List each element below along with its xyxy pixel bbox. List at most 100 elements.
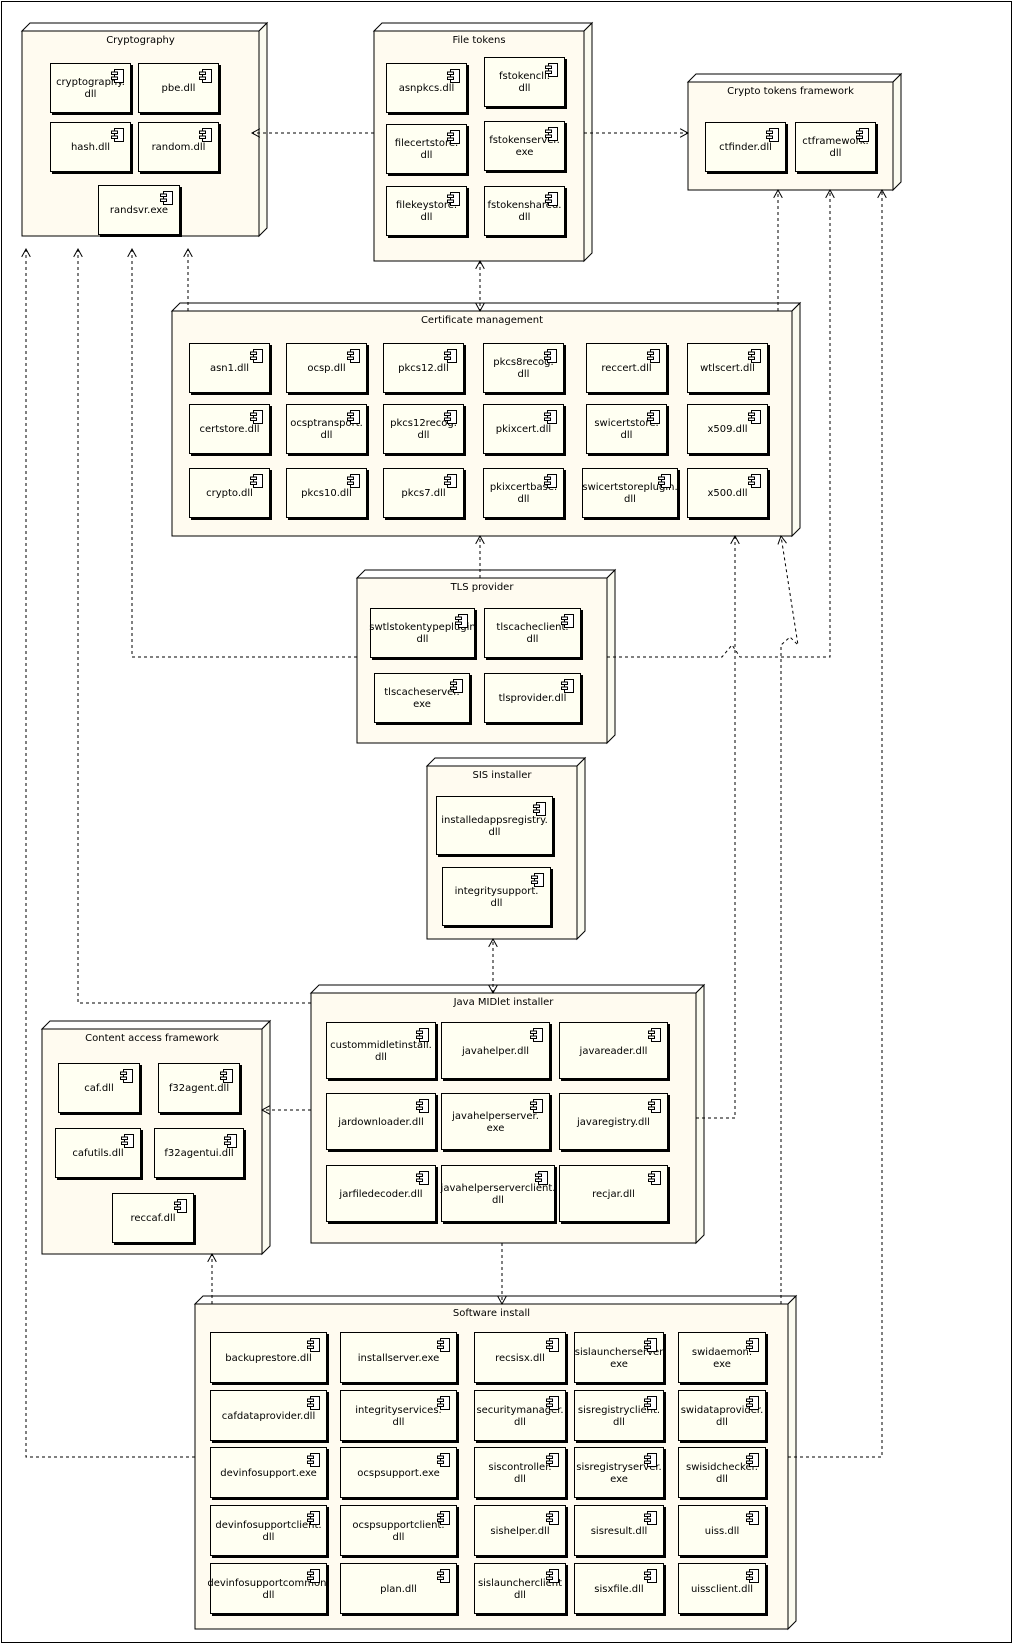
arrow-head (497, 1295, 507, 1306)
component-label: ocspsupport.exe (357, 1467, 440, 1479)
component-box[interactable]: fstokenserver. exe (484, 121, 565, 171)
component-label: sisregistryserver. exe (576, 1461, 662, 1485)
uml-component-icon (120, 1069, 133, 1083)
component-box[interactable]: ctframework. dll (795, 122, 876, 172)
component-box[interactable]: devinfosupportclient. dll (210, 1505, 327, 1556)
component-box[interactable]: x500.dll (687, 468, 768, 518)
component-box[interactable]: sishelper.dll (474, 1505, 566, 1556)
uml-component-icon (307, 1396, 320, 1410)
component-box[interactable]: pkcs10.dll (286, 468, 367, 518)
component-box[interactable]: cafutils.dll (55, 1128, 141, 1178)
component-box[interactable]: f32agentui.dll (154, 1128, 244, 1178)
component-box[interactable]: javahelperserver. exe (441, 1093, 550, 1150)
component-box[interactable]: pkixcertbase. dll (483, 468, 564, 518)
component-label: swtlstokentypeplugin dll (369, 622, 476, 645)
uml-component-icon (746, 1569, 759, 1583)
uml-component-icon (199, 69, 212, 83)
component-box[interactable]: swicertstoreplugin. dll (582, 468, 678, 518)
component-box[interactable]: wtlscert.dll (687, 343, 768, 393)
component-box[interactable]: sisregistryclient. dll (574, 1390, 664, 1441)
component-box[interactable]: caf.dll (58, 1063, 140, 1113)
component-box[interactable]: ocsptransport. dll (286, 404, 367, 454)
component-box[interactable]: cryptography. dll (50, 63, 131, 113)
component-box[interactable]: reccert.dll (586, 343, 667, 393)
component-box[interactable]: devinfosupport.exe (210, 1447, 327, 1498)
component-box[interactable]: sislauncherserver exe (574, 1332, 664, 1383)
dependency-java-midlet-installer-to-cryptography (73, 247, 311, 1004)
component-box[interactable]: jarfiledecoder.dll (326, 1165, 436, 1222)
component-box[interactable]: javaregistry.dll (559, 1093, 668, 1150)
component-box[interactable]: ocspsupportclient. dll (340, 1505, 457, 1556)
component-box[interactable]: recsisx.dll (474, 1332, 566, 1383)
component-box[interactable]: sisregistryserver. exe (574, 1447, 664, 1498)
component-box[interactable]: plan.dll (340, 1563, 457, 1614)
component-box[interactable]: pkcs8recog. dll (483, 343, 564, 393)
uml-component-icon (533, 802, 546, 816)
component-box[interactable]: swidataprovider. dll (678, 1390, 766, 1441)
component-box[interactable]: sislauncherclient dll (474, 1563, 566, 1614)
component-box[interactable]: javareader.dll (559, 1022, 668, 1079)
component-box[interactable]: ocspsupport.exe (340, 1447, 457, 1498)
component-label: recjar.dll (592, 1188, 635, 1200)
component-box[interactable]: fstokencli. dll (484, 57, 565, 107)
component-box[interactable]: filecertstore. dll (386, 124, 467, 174)
component-box[interactable]: swidaemon. exe (678, 1332, 766, 1383)
component-box[interactable]: devinfosupportcommon. dll (207, 1563, 330, 1614)
component-box[interactable]: sisxfile.dll (574, 1563, 664, 1614)
component-box[interactable]: hash.dll (50, 122, 131, 172)
component-box[interactable]: crypto.dll (189, 468, 270, 518)
component-box[interactable]: pkcs12.dll (383, 343, 464, 393)
component-box[interactable]: randsvr.exe (98, 185, 180, 235)
component-box[interactable]: x509.dll (687, 404, 768, 454)
component-box[interactable]: reccaf.dll (112, 1193, 194, 1243)
component-box[interactable]: jardownloader.dll (326, 1093, 436, 1150)
component-box[interactable]: ctfinder.dll (705, 122, 786, 172)
component-box[interactable]: pkcs7.dll (383, 468, 464, 518)
component-label: filecertstore. dll (394, 138, 459, 161)
component-box[interactable]: pkixcert.dll (483, 404, 564, 454)
component-box[interactable]: asn1.dll (189, 343, 270, 393)
component-label: siscontroller. dll (488, 1461, 552, 1485)
component-label: tlscacheserver. exe (384, 687, 460, 710)
component-box[interactable]: ocsp.dll (286, 343, 367, 393)
component-box[interactable]: uissclient.dll (678, 1563, 766, 1614)
component-label: pkixcert.dll (495, 424, 552, 435)
java-midlet-installer: Java MIDlet installer (311, 993, 696, 1243)
component-box[interactable]: javahelperserverclient. dll (441, 1165, 555, 1222)
component-box[interactable]: backuprestore.dll (210, 1332, 327, 1383)
uml-component-icon (444, 410, 457, 424)
component-box[interactable]: installserver.exe (340, 1332, 457, 1383)
component-box[interactable]: tlsprovider.dll (484, 673, 581, 723)
component-box[interactable]: f32agent.dll (158, 1063, 240, 1113)
component-box[interactable]: securitymanager. dll (474, 1390, 566, 1441)
component-box[interactable]: pkcs12recog. dll (383, 404, 464, 454)
uml-component-icon (766, 128, 779, 142)
component-box[interactable]: swicertstore. dll (586, 404, 667, 454)
component-box[interactable]: integrityservices. dll (340, 1390, 457, 1441)
component-box[interactable]: swtlstokentypeplugin dll (369, 608, 476, 658)
component-box[interactable]: tlscacheclient. dll (484, 608, 581, 658)
component-box[interactable]: custommidletinstall. dll (326, 1022, 436, 1079)
uml-component-icon (447, 130, 460, 144)
component-box[interactable]: cafdataprovider.dll (210, 1390, 327, 1441)
component-box[interactable]: filekeystore. dll (386, 186, 467, 236)
component-box[interactable]: siscontroller. dll (474, 1447, 566, 1498)
component-box[interactable]: pbe.dll (138, 63, 219, 113)
component-box[interactable]: sisresult.dll (574, 1505, 664, 1556)
component-label: fstokencli. dll (499, 71, 550, 94)
component-label: sisxfile.dll (594, 1583, 644, 1595)
component-box[interactable]: uiss.dll (678, 1505, 766, 1556)
component-box[interactable]: random.dll (138, 122, 219, 172)
component-box[interactable]: asnpkcs.dll (386, 63, 467, 113)
component-box[interactable]: certstore.dll (189, 404, 270, 454)
component-box[interactable]: installedappsregistry. dll (436, 796, 553, 855)
component-box[interactable]: swisidchecker. dll (678, 1447, 766, 1498)
component-box[interactable]: tlscacheserver. exe (374, 673, 470, 723)
component-label: pkcs12.dll (398, 363, 449, 374)
component-box[interactable]: integritysupport. dll (442, 867, 551, 926)
component-box[interactable]: recjar.dll (559, 1165, 668, 1222)
component-box[interactable]: fstokenshared. dll (484, 186, 565, 236)
component-box[interactable]: javahelper.dll (441, 1022, 550, 1079)
component-label: tlsprovider.dll (498, 693, 567, 704)
uml-component-icon (748, 410, 761, 424)
